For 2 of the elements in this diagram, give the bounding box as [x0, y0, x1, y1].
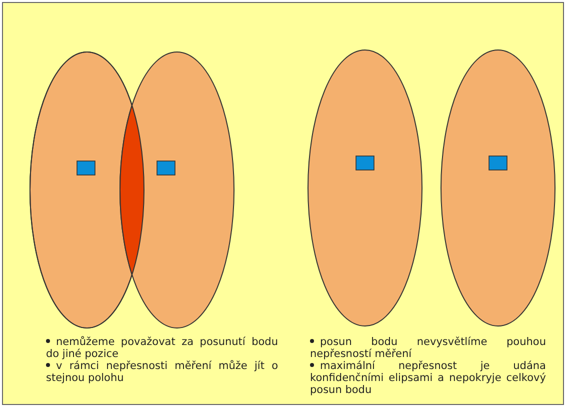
bullet-text: v rámci nepřesnosti měření může jít o stejnou polohu [46, 360, 278, 384]
bullet-text: maximální nepřesnost je udána konfidenčními elipsami a nepokryje celkový posun bodu [310, 360, 546, 396]
